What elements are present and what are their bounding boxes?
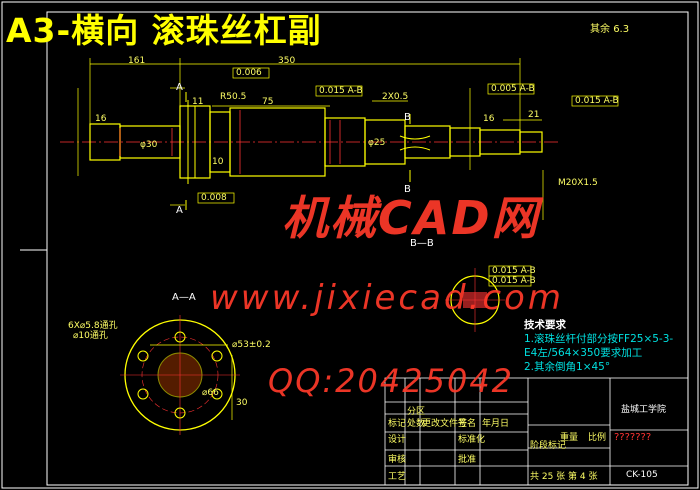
dimension-lines xyxy=(77,58,544,220)
roughness-label: 其余 xyxy=(590,24,610,35)
section-a-a-label: A—A xyxy=(172,292,196,303)
watermark-url: www.jixiecad.com xyxy=(210,278,564,318)
dim-10: 10 xyxy=(212,157,224,167)
tol-5: 0.015 A-B xyxy=(492,266,536,276)
approve-label: 批准 xyxy=(458,455,477,465)
design-label: 设计 xyxy=(388,435,407,445)
ball-screw-shaft xyxy=(89,105,543,179)
check-label: 审核 xyxy=(388,455,407,465)
dim-30b: 30 xyxy=(236,398,248,408)
tech-item-2: E4左/564×350要求加工 xyxy=(524,347,643,359)
dim-r505: R50.5 xyxy=(220,92,247,102)
dim-75: 75 xyxy=(262,97,274,107)
section-b-b xyxy=(445,268,505,332)
dim-161: 161 xyxy=(128,56,146,66)
drawing-name: ??????? xyxy=(614,432,652,443)
dim-phi25: φ25 xyxy=(368,138,386,148)
roughness-note: 其余 6.3 xyxy=(590,20,629,35)
dim-16b: 16 xyxy=(483,114,495,124)
section-b-b-label: B—B xyxy=(410,238,434,249)
tol-3: 0.005 A-B xyxy=(491,84,535,94)
watermark-site-name: 机械CAD网 xyxy=(282,191,540,245)
tolerance-frames xyxy=(197,67,619,287)
dim-16a: 16 xyxy=(95,114,107,124)
doc-label: 更改文件号 xyxy=(422,419,468,429)
section-mark-b-top: B xyxy=(404,112,411,123)
dim-holes: 6X⌀5.8通孔 xyxy=(68,321,118,331)
dim-2x05: 2X0.5 xyxy=(382,92,409,102)
dim-21: 21 xyxy=(528,110,540,120)
tol-2: 0.015 A-B xyxy=(319,86,363,96)
title-block-grid xyxy=(384,377,689,486)
drawing-number: CK-105 xyxy=(626,470,658,480)
dim-phi66: ⌀66 xyxy=(202,388,219,398)
tech-heading: 技术要求 xyxy=(524,319,566,331)
tol-4: 0.015 A-B xyxy=(575,96,619,106)
tol-6: 0.008 xyxy=(201,193,227,203)
dim-phi30: φ30 xyxy=(140,140,158,150)
tol-7: 0.015 A-B xyxy=(492,276,536,286)
sign-label: 签名 xyxy=(458,419,477,429)
section-markers xyxy=(185,92,411,210)
tol-1: 0.006 xyxy=(236,68,262,78)
section-mark-a-bottom: A xyxy=(176,205,183,216)
zone-label: 分区 xyxy=(407,407,426,417)
count-label: 处数 xyxy=(407,419,426,429)
tech-item-1: 1.滚珠丝杆付部分按FF25×5-3- xyxy=(524,333,674,345)
inner-frame xyxy=(46,11,689,486)
date-label: 年月日 xyxy=(482,419,510,429)
weight-label: 重量 xyxy=(560,433,579,443)
process-label: 工艺 xyxy=(388,472,407,482)
section-mark-a-top: A xyxy=(176,82,183,93)
mark-label: 标记 xyxy=(388,419,407,429)
stage-label: 阶段标记 xyxy=(530,441,567,451)
watermark-qq: QQ:20425042 xyxy=(268,362,515,400)
std-label: 标准化 xyxy=(458,435,486,445)
technical-requirements: 技术要求 1.滚珠丝杆付部分按FF25×5-3- E4左/564×350要求加工… xyxy=(524,318,673,374)
dim-350: 350 xyxy=(278,56,296,66)
dim-11: 11 xyxy=(192,97,204,107)
nut-flange xyxy=(187,100,431,184)
section-mark-b-bottom: B xyxy=(404,184,411,195)
scale-label: 比例 xyxy=(588,433,607,443)
dim-holes2: ⌀10通孔 xyxy=(73,331,108,341)
dim-phi53: ⌀53±0.2 xyxy=(232,340,271,350)
sheet-count: 共 25 张 第 4 张 xyxy=(530,472,598,482)
tech-item-3: 2.其余倒角1×45° xyxy=(524,361,611,373)
section-a-a xyxy=(120,315,240,435)
thread-lines xyxy=(119,110,341,174)
drawing-title: A3-横向 滚珠丝杠副 xyxy=(6,11,322,50)
dim-m20: M20X1.5 xyxy=(558,178,598,188)
school-name: 盐城工学院 xyxy=(621,405,667,415)
roughness-value: 6.3 xyxy=(613,24,630,35)
